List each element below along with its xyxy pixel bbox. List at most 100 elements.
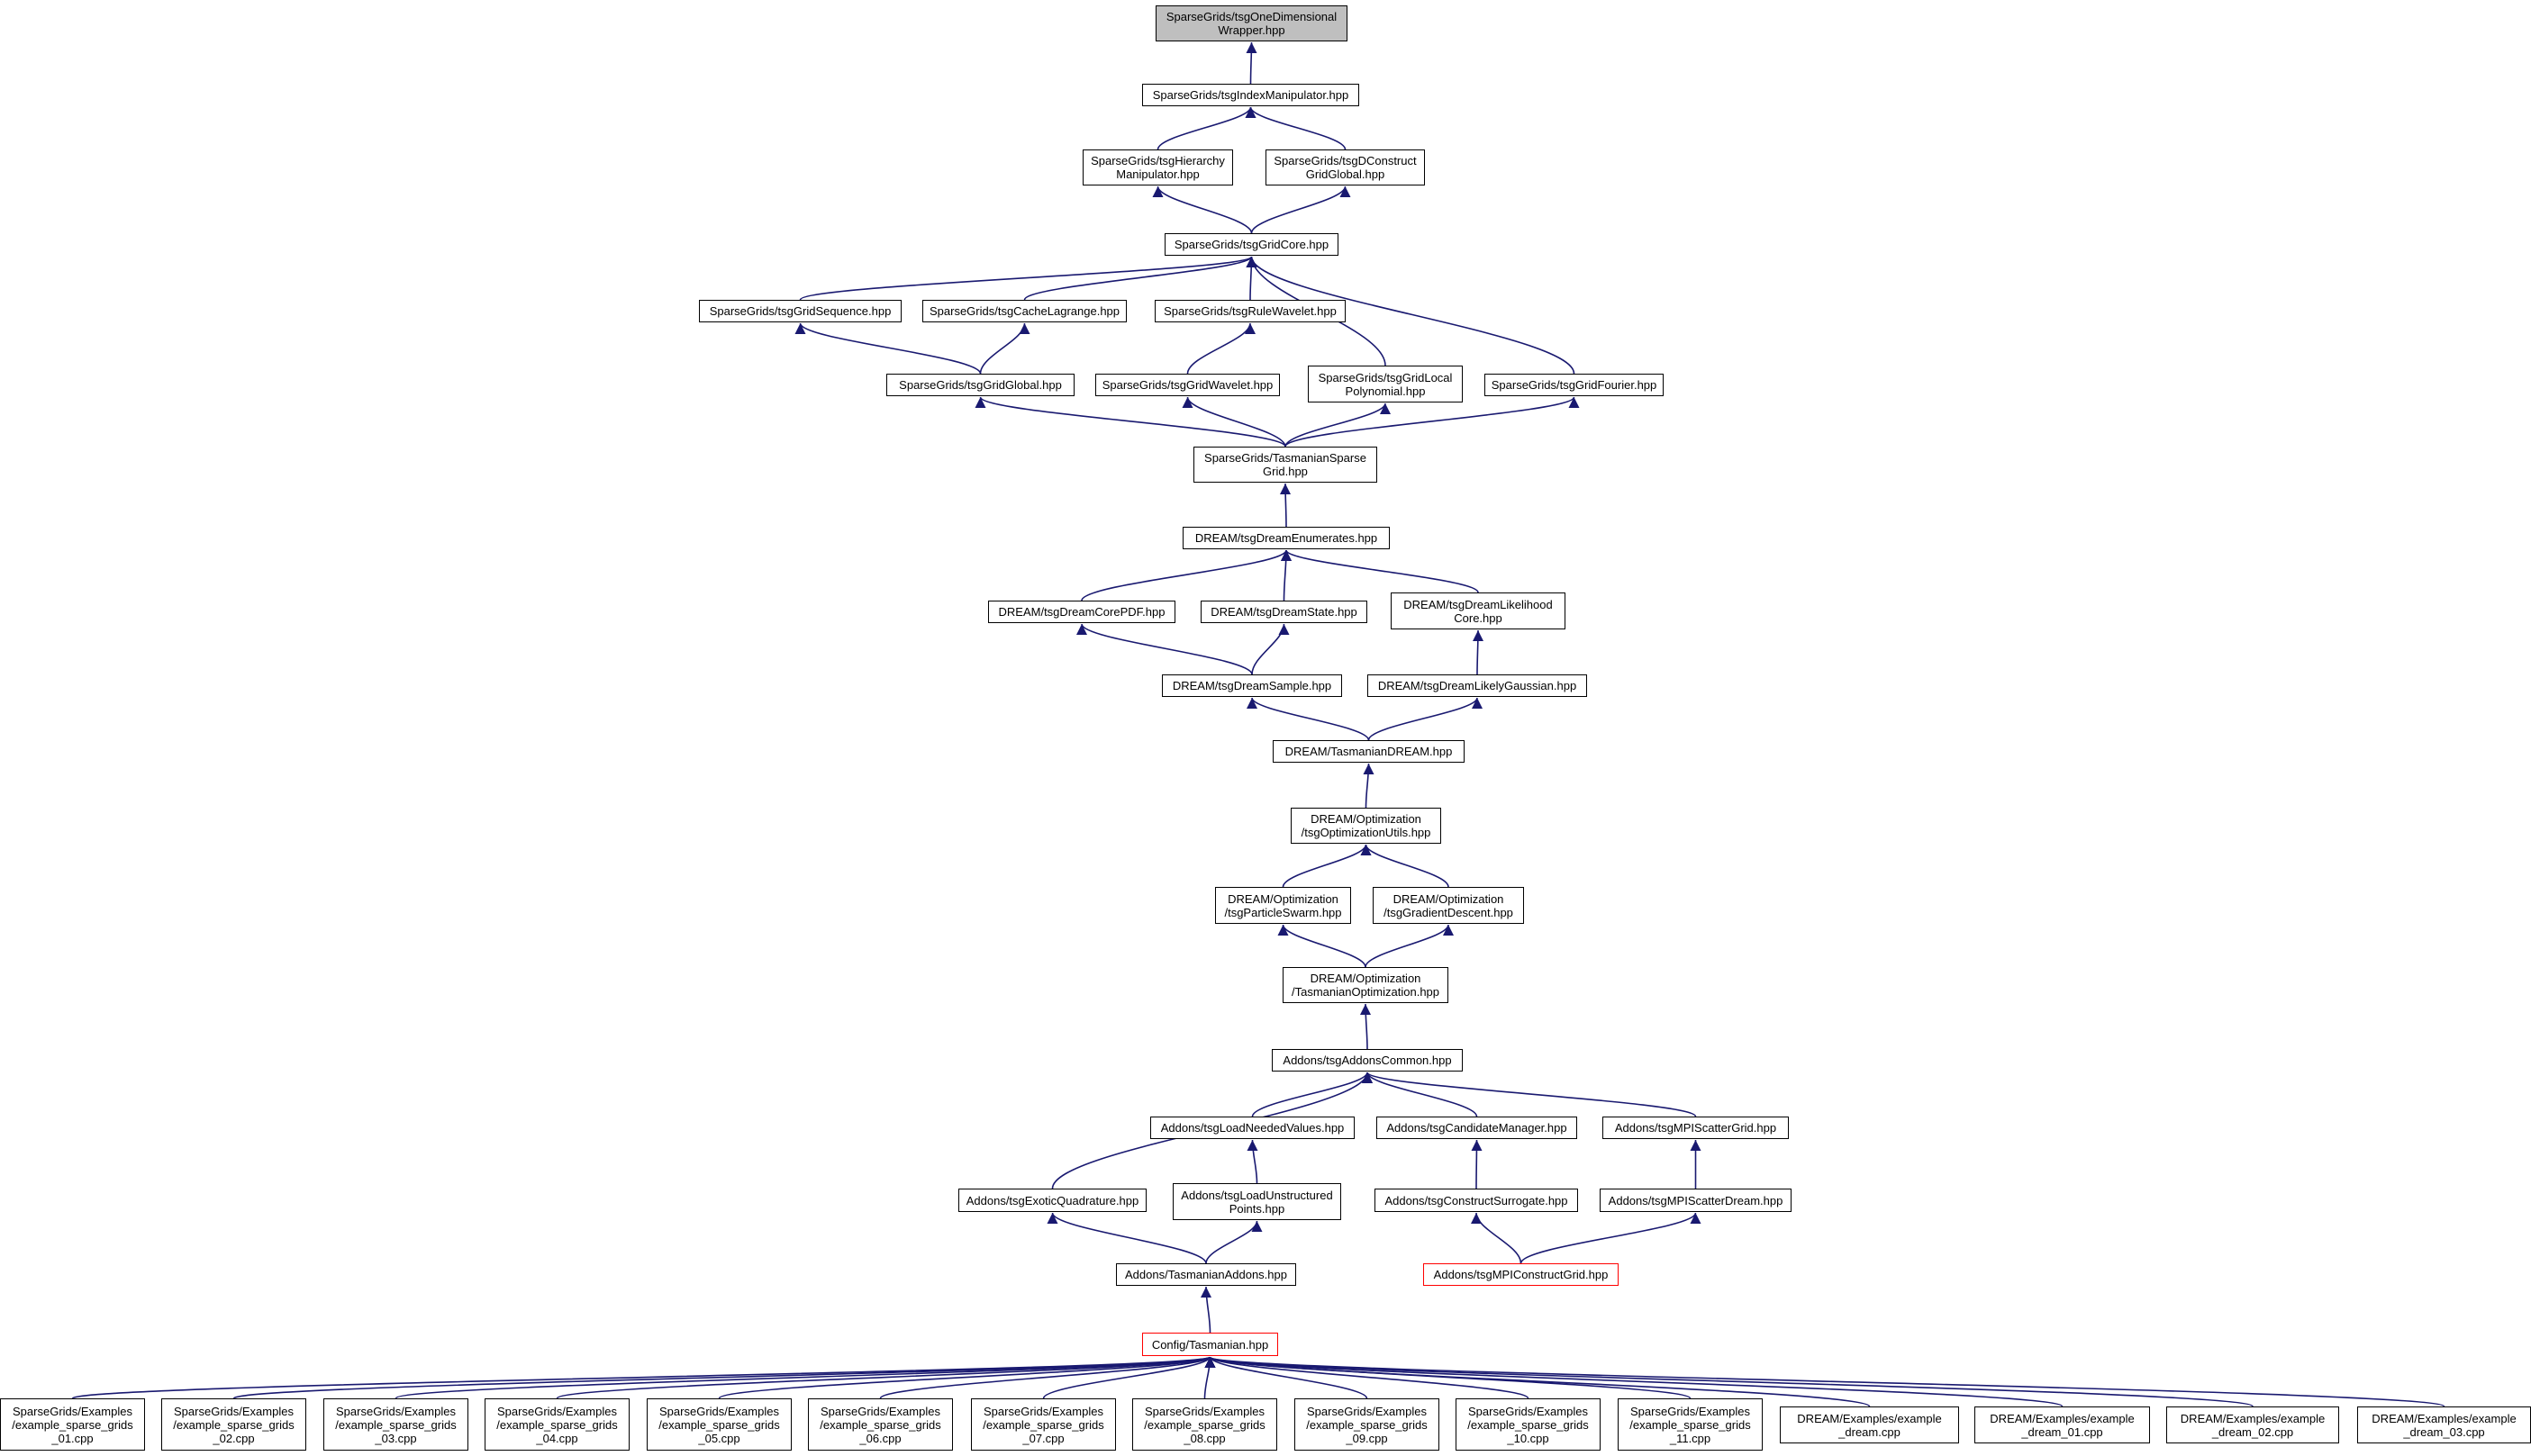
- graph-node-n43[interactable]: SparseGrids/Examples /example_sparse_gri…: [1132, 1398, 1277, 1451]
- graph-edge-n3-to-n2: [1157, 106, 1256, 150]
- graph-node-n34[interactable]: Addons/tsgMPIConstructGrid.hpp: [1423, 1263, 1619, 1286]
- graph-edge-n9-to-n7: [979, 322, 1030, 375]
- graph-edge-n34-to-n32: [1520, 1212, 1701, 1264]
- graph-edge-n21-to-n20: [1363, 763, 1374, 809]
- graph-edge-n24-to-n23: [1365, 924, 1454, 968]
- graph-node-n20[interactable]: DREAM/TasmanianDREAM.hpp: [1273, 740, 1465, 763]
- graph-node-n38[interactable]: SparseGrids/Examples /example_sparse_gri…: [323, 1398, 468, 1451]
- graph-node-n26[interactable]: Addons/tsgLoadNeededValues.hpp: [1150, 1117, 1355, 1139]
- graph-node-n47[interactable]: DREAM/Examples/example _dream.cpp: [1780, 1406, 1959, 1443]
- graph-node-n40[interactable]: SparseGrids/Examples /example_sparse_gri…: [647, 1398, 792, 1451]
- graph-edge-n38-to-n35: [395, 1356, 1215, 1399]
- graph-node-n35[interactable]: Config/Tasmanian.hpp: [1142, 1333, 1278, 1356]
- graph-node-n41[interactable]: SparseGrids/Examples /example_sparse_gri…: [808, 1398, 953, 1451]
- graph-node-n39[interactable]: SparseGrids/Examples /example_sparse_gri…: [485, 1398, 630, 1451]
- graph-node-n22[interactable]: DREAM/Optimization /tsgParticleSwarm.hpp: [1215, 887, 1351, 924]
- graph-edge-n42-to-n35: [1042, 1356, 1216, 1399]
- graph-edge-n7-to-n5: [1023, 256, 1257, 301]
- graph-edge-n10-to-n8: [1186, 322, 1256, 375]
- graph-node-n3[interactable]: SparseGrids/tsgHierarchy Manipulator.hpp: [1083, 149, 1233, 185]
- graph-node-n24[interactable]: DREAM/Optimization /TasmanianOptimizatio…: [1283, 967, 1448, 1003]
- graph-edge-n28-to-n25: [1362, 1072, 1697, 1117]
- graph-edge-n15-to-n14: [1081, 549, 1292, 601]
- graph-edge-n45-to-n35: [1204, 1356, 1529, 1399]
- graph-node-n13[interactable]: SparseGrids/TasmanianSparse Grid.hpp: [1193, 447, 1377, 483]
- graph-edge-n13-to-n10: [1182, 396, 1286, 448]
- graph-edge-n30-to-n26: [1247, 1139, 1258, 1184]
- graph-edge-n43-to-n35: [1203, 1356, 1216, 1399]
- graph-node-n4[interactable]: SparseGrids/tsgDConstruct GridGlobal.hpp: [1266, 149, 1425, 185]
- graph-edge-n17-to-n14: [1281, 549, 1479, 593]
- graph-edge-n16-to-n14: [1280, 549, 1292, 601]
- graph-edge-n5-to-n3: [1152, 185, 1253, 234]
- graph-edge-n9-to-n6: [794, 322, 982, 375]
- graph-node-n7[interactable]: SparseGrids/tsgCacheLagrange.hpp: [922, 300, 1127, 322]
- graph-edge-n25-to-n24: [1360, 1003, 1372, 1050]
- graph-node-n28[interactable]: Addons/tsgMPIScatterGrid.hpp: [1602, 1117, 1789, 1139]
- graph-edge-n48-to-n35: [1205, 1356, 2064, 1407]
- graph-node-n48[interactable]: DREAM/Examples/example _dream_01.cpp: [1974, 1406, 2150, 1443]
- graph-edge-n20-to-n18: [1247, 697, 1370, 741]
- graph-edge-n13-to-n12: [1284, 396, 1580, 448]
- graph-edge-n26-to-n25: [1251, 1072, 1373, 1117]
- graph-edge-n27-to-n25: [1362, 1072, 1478, 1117]
- graph-node-n36[interactable]: SparseGrids/Examples /example_sparse_gri…: [0, 1398, 145, 1451]
- graph-edge-n12-to-n5: [1246, 256, 1575, 375]
- graph-edge-n14-to-n13: [1280, 483, 1292, 528]
- graph-edge-n34-to-n31: [1471, 1212, 1522, 1264]
- graph-node-n32[interactable]: Addons/tsgMPIScatterDream.hpp: [1600, 1189, 1792, 1212]
- graph-edge-n31-to-n27: [1471, 1139, 1483, 1189]
- graph-edge-n13-to-n9: [975, 396, 1286, 448]
- graph-node-n17[interactable]: DREAM/tsgDreamLikelihood Core.hpp: [1391, 592, 1565, 629]
- graph-node-n42[interactable]: SparseGrids/Examples /example_sparse_gri…: [971, 1398, 1116, 1451]
- graph-edge-n47-to-n35: [1204, 1356, 1871, 1407]
- graph-edge-n24-to-n22: [1277, 924, 1366, 968]
- graph-node-n44[interactable]: SparseGrids/Examples /example_sparse_gri…: [1294, 1398, 1439, 1451]
- graph-node-n45[interactable]: SparseGrids/Examples /example_sparse_gri…: [1456, 1398, 1601, 1451]
- graph-edge-n8-to-n5: [1246, 256, 1257, 301]
- graph-node-n33[interactable]: Addons/TasmanianAddons.hpp: [1116, 1263, 1296, 1286]
- graph-node-n14[interactable]: DREAM/tsgDreamEnumerates.hpp: [1183, 527, 1390, 549]
- graph-node-n21[interactable]: DREAM/Optimization /tsgOptimizationUtils…: [1291, 808, 1441, 844]
- graph-node-n2[interactable]: SparseGrids/tsgIndexManipulator.hpp: [1142, 84, 1359, 106]
- graph-node-n23[interactable]: DREAM/Optimization /tsgGradientDescent.h…: [1373, 887, 1524, 924]
- graph-node-n19[interactable]: DREAM/tsgDreamLikelyGaussian.hpp: [1367, 674, 1587, 697]
- graph-edge-n20-to-n19: [1367, 697, 1483, 741]
- graph-node-n29[interactable]: Addons/tsgExoticQuadrature.hpp: [958, 1189, 1147, 1212]
- graph-node-n46[interactable]: SparseGrids/Examples /example_sparse_gri…: [1618, 1398, 1763, 1451]
- graph-node-n25[interactable]: Addons/tsgAddonsCommon.hpp: [1272, 1049, 1463, 1072]
- graph-node-n15[interactable]: DREAM/tsgDreamCorePDF.hpp: [988, 601, 1175, 623]
- graph-edge-n40-to-n35: [718, 1356, 1216, 1399]
- graph-node-n5[interactable]: SparseGrids/tsgGridCore.hpp: [1165, 233, 1338, 256]
- graph-node-n16[interactable]: DREAM/tsgDreamState.hpp: [1201, 601, 1367, 623]
- graph-node-n1[interactable]: SparseGrids/tsgOneDimensional Wrapper.hp…: [1156, 5, 1347, 41]
- graph-node-n50[interactable]: DREAM/Examples/example _dream_03.cpp: [2357, 1406, 2531, 1443]
- graph-node-n8[interactable]: SparseGrids/tsgRuleWavelet.hpp: [1155, 300, 1346, 322]
- graph-node-n37[interactable]: SparseGrids/Examples /example_sparse_gri…: [161, 1398, 306, 1451]
- graph-edge-n6-to-n5: [799, 256, 1257, 301]
- graph-node-n31[interactable]: Addons/tsgConstructSurrogate.hpp: [1374, 1189, 1578, 1212]
- graph-edge-n18-to-n16: [1251, 623, 1290, 675]
- graph-edge-n2-to-n1: [1246, 41, 1257, 85]
- graph-edge-n50-to-n35: [1205, 1356, 2445, 1407]
- graph-edge-n5-to-n4: [1250, 185, 1351, 234]
- graph-edge-n19-to-n17: [1472, 629, 1483, 675]
- graph-node-n30[interactable]: Addons/tsgLoadUnstructured Points.hpp: [1173, 1183, 1341, 1220]
- graph-node-n27[interactable]: Addons/tsgCandidateManager.hpp: [1376, 1117, 1577, 1139]
- graph-edge-n41-to-n35: [879, 1356, 1216, 1399]
- graph-edge-n33-to-n29: [1047, 1212, 1207, 1264]
- graph-node-n11[interactable]: SparseGrids/tsgGridLocal Polynomial.hpp: [1308, 366, 1463, 402]
- graph-edge-n49-to-n35: [1205, 1356, 2254, 1407]
- graph-node-n6[interactable]: SparseGrids/tsgGridSequence.hpp: [699, 300, 902, 322]
- graph-node-n12[interactable]: SparseGrids/tsgGridFourier.hpp: [1484, 374, 1664, 396]
- graph-edge-n44-to-n35: [1204, 1356, 1368, 1399]
- graph-edge-n37-to-n35: [232, 1356, 1215, 1399]
- graph-edge-n35-to-n33: [1201, 1286, 1212, 1334]
- graph-node-n18[interactable]: DREAM/tsgDreamSample.hpp: [1162, 674, 1342, 697]
- graph-node-n9[interactable]: SparseGrids/tsgGridGlobal.hpp: [886, 374, 1075, 396]
- graph-node-n10[interactable]: SparseGrids/tsgGridWavelet.hpp: [1095, 374, 1280, 396]
- graph-edge-n4-to-n2: [1245, 106, 1347, 150]
- graph-edge-n23-to-n21: [1360, 844, 1449, 888]
- graph-node-n49[interactable]: DREAM/Examples/example _dream_02.cpp: [2166, 1406, 2339, 1443]
